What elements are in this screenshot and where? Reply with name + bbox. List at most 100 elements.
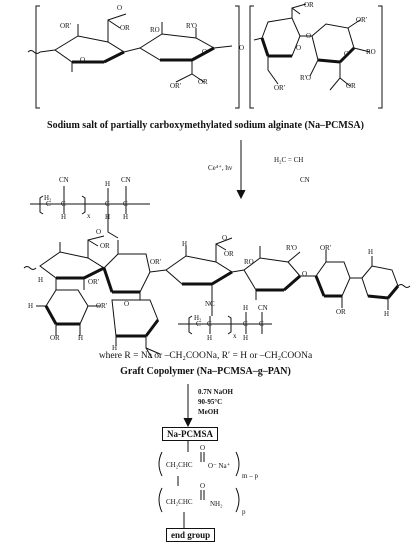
top-sub-or: OR xyxy=(346,82,356,90)
graft-sub-or-prime: OR' xyxy=(96,302,107,310)
arrow-2-head xyxy=(183,417,193,428)
where-note: where R = Na or –CH₂COONa, R′ = H or –CH… xyxy=(98,351,313,361)
unit1-left: CH₂CHC xyxy=(166,461,193,469)
graft-alginate-structure xyxy=(23,235,411,359)
pan-bottom-cn: CN xyxy=(258,304,268,312)
pan-top-c-3: C xyxy=(105,200,110,208)
top-sub-ro: RO xyxy=(366,48,376,56)
top-sub-or-prime: OR' xyxy=(60,22,71,30)
graft-sub-or-prime: OR' xyxy=(88,278,99,286)
top-sub-or: OR xyxy=(304,1,314,9)
top-sub-o: O xyxy=(344,50,350,58)
graft-ring-e xyxy=(165,255,233,285)
unit2-subscript: p xyxy=(242,508,246,516)
top-sub-o: O xyxy=(306,32,312,40)
top-bracket-right xyxy=(378,5,383,109)
graft-sub-h: H xyxy=(28,302,34,310)
top-bracket-left xyxy=(35,5,40,109)
graft-sub-ro: RO xyxy=(244,258,254,266)
graft-pan-bottom-chain xyxy=(178,300,272,335)
pan-top-x: x xyxy=(87,212,91,220)
graft-sub-or: OR xyxy=(50,334,60,342)
pan-top-cn-2: CN xyxy=(121,176,131,184)
graft-wavy-bond-left xyxy=(23,266,37,270)
monomer-top: H₂C = CH xyxy=(274,156,304,164)
pan-bottom-c-2: C xyxy=(207,320,212,328)
top-sub-r-prime-o: R'O xyxy=(186,22,197,30)
pan-top-h-4: H xyxy=(123,213,129,221)
pan-bottom-c-4: C xyxy=(259,320,264,328)
top-sub-o: O xyxy=(80,56,86,64)
pan-bottom-h-1: H xyxy=(243,304,249,312)
unit2-o: O xyxy=(200,482,206,490)
top-bracket-mid-close xyxy=(235,5,240,109)
top-sub-or-prime: OR' xyxy=(274,84,285,92)
top-sub-o: O xyxy=(296,44,302,52)
top-title: Sodium salt of partially carboxymethylat… xyxy=(47,120,364,131)
top-alginate-structure xyxy=(27,3,383,109)
condition-meoh: MeOH xyxy=(198,408,219,416)
condition-temp: 90-95°C xyxy=(198,398,223,406)
product-box-na-pcmsa: Na-PCMSA xyxy=(162,427,218,441)
top-sub-ro: RO xyxy=(150,26,160,34)
pan-top-h2: H₂ xyxy=(44,194,52,202)
arrow-1-head xyxy=(236,189,246,200)
graft-sub-r-prime-o: R'O xyxy=(286,244,297,252)
top-sub-or-prime: OR' xyxy=(170,82,181,90)
pan-top-h-3: H xyxy=(105,213,111,221)
graft-sub-h: H xyxy=(182,240,188,248)
top-ring-3 xyxy=(261,17,301,57)
top-ring-2 xyxy=(139,33,216,61)
graft-sub-h: H xyxy=(384,310,390,318)
condition-naoh: 0.7N NaOH xyxy=(198,388,233,396)
graft-sub-h: H xyxy=(368,248,374,256)
product-box-end-group: end group xyxy=(166,528,216,542)
graft-title: Graft Copolymer (Na–PCMSA–g–PAN) xyxy=(120,366,291,377)
product-structure xyxy=(158,440,240,528)
pan-bottom-h-2: H xyxy=(207,334,213,342)
top-sub-or: OR xyxy=(120,24,130,32)
pan-top-cn-1: CN xyxy=(59,176,69,184)
graft-sub-h: H xyxy=(112,344,118,352)
pan-bottom-c-1: C xyxy=(196,320,201,328)
graft-pan-top-chain xyxy=(30,186,150,239)
pan-top-h-2: H xyxy=(61,213,67,221)
top-sub-or: OR xyxy=(198,78,208,86)
top-bracket-mid-open xyxy=(249,5,254,109)
pan-bottom-h-3: H xyxy=(243,334,249,342)
catalyst-label: Ce⁴⁺, hv xyxy=(208,164,233,172)
graft-sub-o: O xyxy=(302,270,308,278)
graft-sub-o: O xyxy=(222,234,228,242)
top-wavy-bond xyxy=(27,50,41,54)
pan-top-c-4: C xyxy=(123,200,128,208)
pan-bottom-c-3: C xyxy=(243,320,248,328)
graft-sub-or-prime: OR' xyxy=(150,258,161,266)
graft-sub-h: H xyxy=(38,276,44,284)
pan-bottom-h2: H₂ xyxy=(194,314,202,322)
unit1-o: O xyxy=(200,444,206,452)
graft-wavy-bond-right xyxy=(397,284,411,288)
pan-top-h-1: H xyxy=(105,180,111,188)
top-sub-r-prime-o: R'O xyxy=(300,74,311,82)
top-sub-o: O xyxy=(239,44,245,52)
graft-sub-or-prime: OR' xyxy=(320,244,331,252)
graft-sub-o: O xyxy=(96,228,102,236)
graft-sub-or: OR xyxy=(100,242,110,250)
unit1-subscript: m – p xyxy=(242,472,258,480)
graft-sub-or: OR xyxy=(224,250,234,258)
top-sub-o: O xyxy=(202,48,208,56)
graft-sub-o: O xyxy=(124,300,130,308)
pan-top-c-2: C xyxy=(61,200,66,208)
unit2-right: NH₂ xyxy=(210,500,223,508)
graft-sub-or: OR xyxy=(336,308,346,316)
pan-top-c-1: C xyxy=(46,200,51,208)
unit2-left: CH₂CHC xyxy=(166,498,193,506)
unit1-right: O⁻ Na⁺ xyxy=(208,462,231,470)
top-sub-o: O xyxy=(117,4,123,12)
top-sub-or-prime: OR' xyxy=(356,16,367,24)
pan-bottom-nc: NC xyxy=(205,300,215,308)
monomer-bottom: CN xyxy=(300,176,310,184)
graft-sub-h: H xyxy=(78,334,84,342)
pan-bottom-x: x xyxy=(233,332,237,340)
